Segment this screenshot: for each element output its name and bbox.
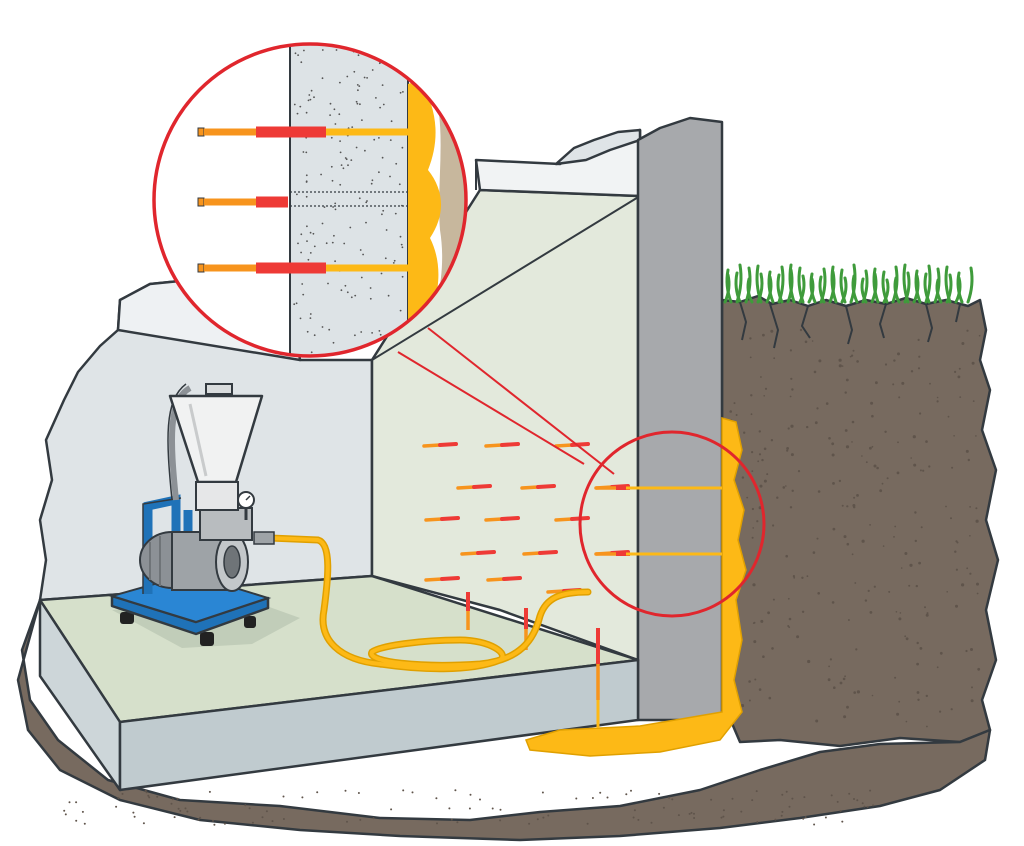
injection-pump-icon [108, 383, 275, 646]
soil-texture [63, 328, 981, 826]
exterior-resin-barrier [524, 417, 747, 757]
resin-hopper-icon [168, 383, 264, 511]
slab-injection-packers [466, 592, 600, 728]
injection-packer-icon [197, 196, 288, 208]
foundation-wall-section [636, 116, 724, 722]
injection-hose-highlight [268, 536, 590, 671]
injection-packer-icon [522, 550, 558, 556]
injection-packer-icon [424, 516, 460, 522]
detail-concrete-wall [290, 44, 408, 356]
injection-packer-icon [460, 550, 496, 556]
wall-top-edge-line [371, 160, 641, 361]
detail-exterior-resin [408, 80, 442, 334]
injection-packer-icon [424, 576, 460, 582]
floor-slab-edge-side [118, 658, 640, 792]
injection-packer-icon [197, 126, 410, 138]
injection-packer-icon [520, 484, 556, 490]
exterior-soil [720, 294, 1000, 748]
callout-circle-wall [578, 430, 766, 618]
injection-packer-icon [484, 442, 520, 448]
injection-packer-icon [486, 576, 522, 582]
wall-injection-channels [626, 486, 722, 556]
injection-packer-icon [197, 262, 410, 274]
injection-packer-icon [554, 442, 590, 448]
soil-under-slab [16, 598, 992, 842]
injection-packer-icon [554, 516, 590, 522]
detail-injection-packers [197, 126, 410, 274]
callout-connector-lines [397, 327, 615, 475]
injection-packer-icon [456, 484, 492, 490]
injection-packer-icon [484, 516, 520, 522]
injection-packer-icon [422, 442, 458, 448]
soil-roots [739, 301, 961, 349]
broken-wall-edge [554, 128, 642, 166]
detail-magnified-view [152, 42, 468, 358]
